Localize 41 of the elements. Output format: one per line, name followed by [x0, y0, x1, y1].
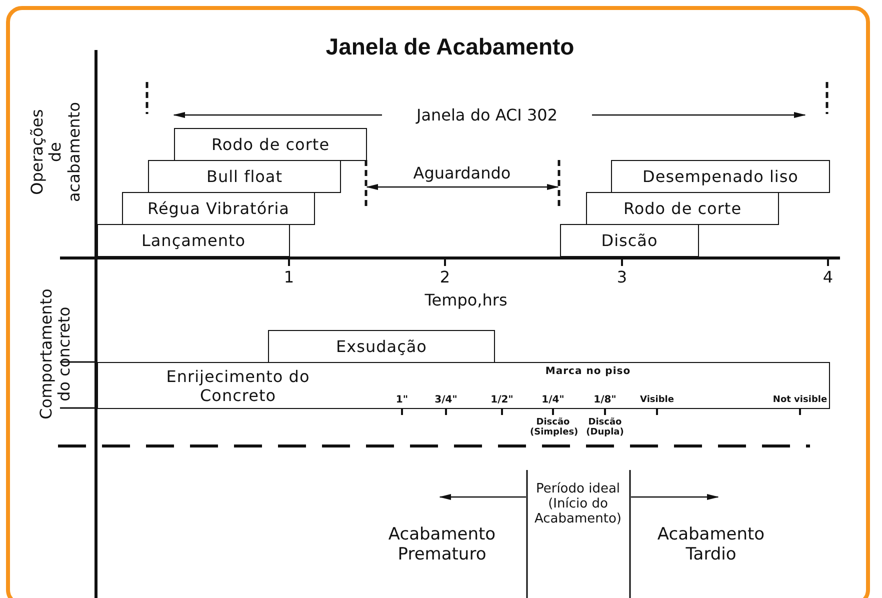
scale-title: Marca no piso [544, 366, 632, 377]
phase-label: Enrijecimento do Concreto [165, 367, 311, 405]
phase-bar [268, 330, 495, 363]
scale-label: Visible [640, 395, 674, 405]
scale-label: 1/4" [542, 394, 564, 406]
phase-box [97, 362, 830, 409]
axis-tick-label: 3 [616, 268, 628, 286]
dimension-label: Janela do ACI 302 [416, 106, 558, 124]
scale-label: Not visible [772, 395, 828, 405]
phase-label: Rodo de corte [623, 199, 742, 218]
phase-bar [122, 192, 315, 225]
scale-label: 3/4" [434, 394, 458, 406]
zone-label: Acabamento Tardio [656, 525, 766, 565]
zone-label: Acabamento Prematuro [387, 525, 497, 565]
scale-label: 1/2" [490, 394, 514, 406]
phase-label: Discão [601, 231, 658, 250]
phase-bar [586, 192, 779, 225]
phase-bar [560, 224, 699, 257]
axis-title: Operações de acabamento [28, 102, 84, 202]
phase-label: Régua Vibratória [148, 199, 290, 218]
axis-tick-label: 1 [284, 268, 294, 286]
axis-tick-label: 4 [822, 268, 834, 286]
phase-bar [97, 224, 290, 257]
scale-label: 1" [396, 394, 408, 406]
dimension-label: Aguardando [413, 164, 511, 182]
period-label: Período ideal (Início do Acabamento) [533, 482, 623, 528]
note: Discão (Simples) [530, 418, 576, 438]
phase-label: Rodo de corte [211, 135, 330, 154]
scale-label: 1/8" [594, 394, 616, 406]
phase-label: Exsudação [336, 337, 427, 356]
axis-title: Comportamento do concreto [38, 288, 74, 422]
phase-bar [611, 160, 830, 193]
phase-label: Desempenado liso [642, 167, 798, 186]
note: Discão (Dupla) [585, 418, 625, 438]
phase-bar [148, 160, 341, 193]
title: Janela de Acabamento [326, 34, 574, 60]
axis-tick-label: 2 [440, 268, 450, 286]
phase-label: Bull float [206, 167, 283, 186]
phase-label: Lançamento [141, 231, 246, 250]
axis-title: Tempo,hrs [424, 290, 508, 310]
phase-bar [174, 128, 367, 161]
